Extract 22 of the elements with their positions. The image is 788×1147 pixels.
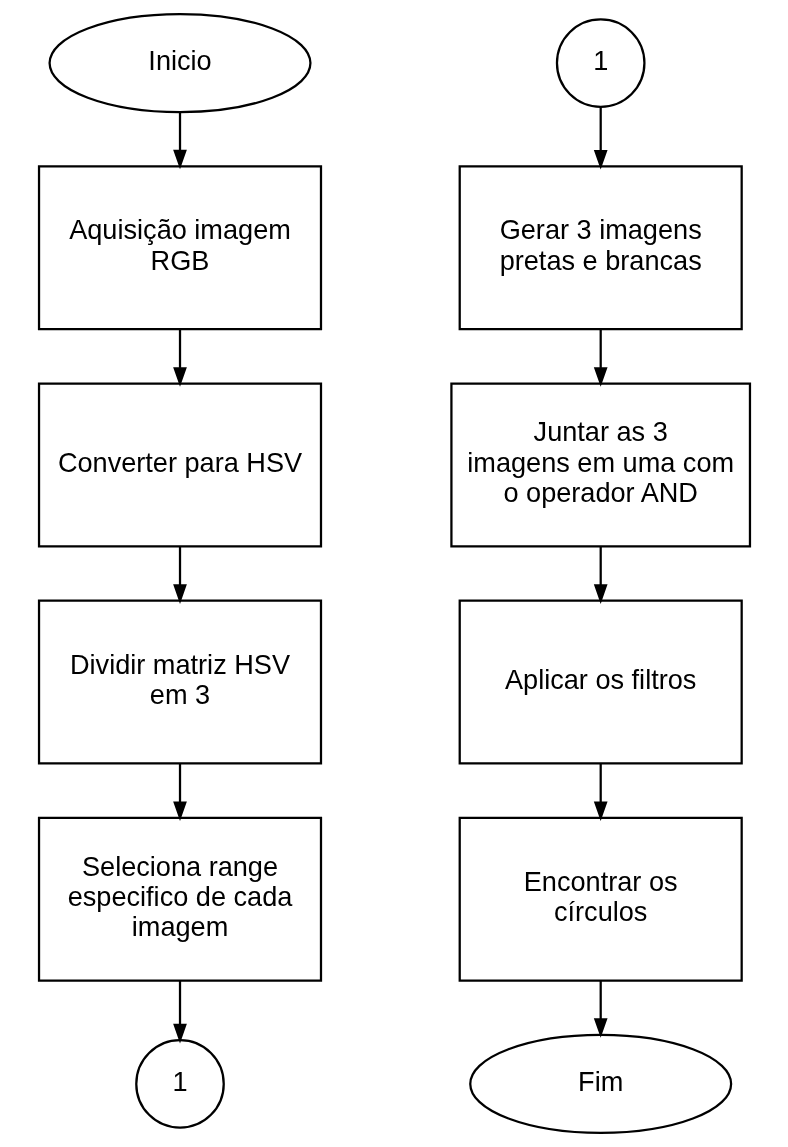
node-box: Seleciona range especifico de cada imagem [37, 816, 322, 982]
node-circle: 1 [134, 1039, 225, 1129]
arrow [172, 329, 187, 387]
arrow [593, 763, 608, 822]
node-box: Dividir matriz HSV em 3 [37, 599, 322, 765]
node-box: Encontrar os círculos [458, 816, 743, 982]
node-box: Converter para HSV [37, 382, 322, 548]
node-circle: 1 [555, 18, 646, 108]
arrow [593, 107, 608, 170]
arrow [172, 546, 187, 604]
arrow [172, 112, 187, 170]
node-ellipse: Inicio [47, 12, 312, 114]
arrow [172, 980, 187, 1044]
node-box: Aquisição imagem RGB [37, 165, 322, 331]
node-box: Aplicar os filtros [458, 599, 743, 765]
node-box: Gerar 3 imagens pretas e brancas [458, 165, 743, 331]
node-ellipse: Fim [468, 1033, 732, 1135]
arrow [593, 546, 608, 604]
arrow [593, 329, 608, 387]
node-box: Juntar as 3 imagens em uma com o operador AND [449, 382, 751, 548]
arrow [172, 763, 187, 822]
arrow [593, 980, 608, 1038]
